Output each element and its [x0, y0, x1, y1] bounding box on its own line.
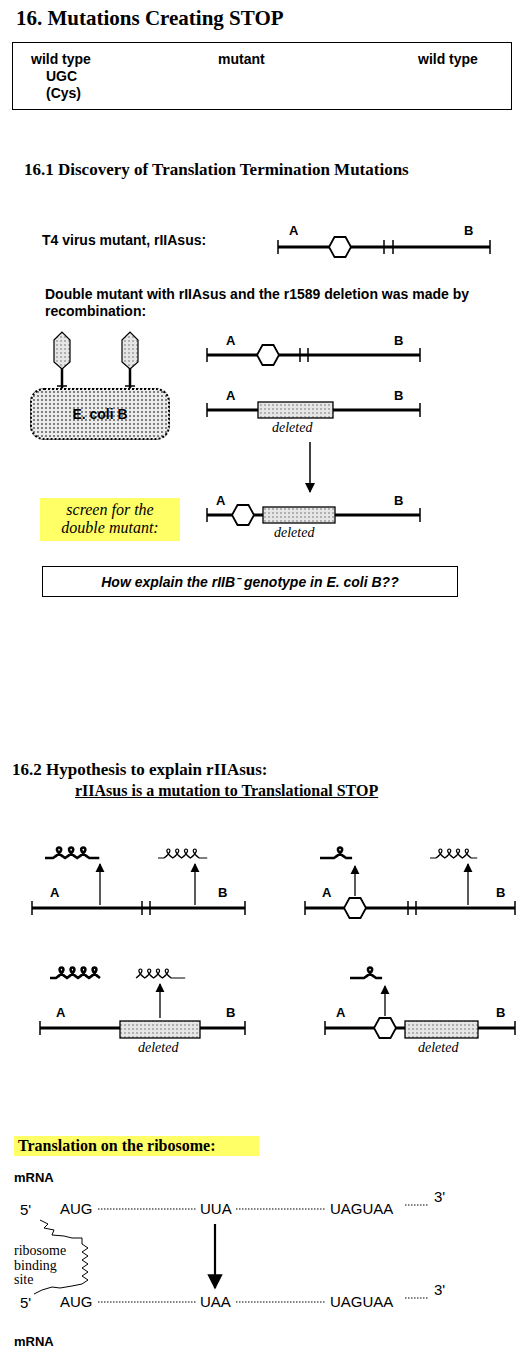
deletion-label: deleted	[274, 525, 314, 541]
sus-mutation-hexagon	[232, 505, 254, 525]
molecule-label: mRNA	[14, 1170, 54, 1185]
genome-line	[305, 901, 515, 915]
section-heading: 16.2 Hypothesis to explain rIIAsus:	[12, 760, 268, 780]
sequence-text: UAGUAA	[330, 1293, 393, 1311]
genome-line	[207, 348, 420, 362]
genome-line	[278, 240, 490, 254]
gene-label: A	[226, 389, 235, 403]
annotation: ribosome binding site	[14, 1244, 76, 1288]
gene-label: B	[226, 1006, 235, 1020]
arrow	[384, 986, 385, 1016]
sequence-text: AUG	[60, 1293, 93, 1311]
sequence-text: 3'	[434, 1281, 445, 1299]
node-text: screen for the double mutant:	[46, 501, 174, 538]
deletion-box	[258, 402, 333, 418]
sus-mutation-hexagon	[329, 237, 351, 257]
highlight-heading: Translation on the ribosome:	[14, 1136, 259, 1156]
sequence-text: UUA	[200, 1200, 232, 1218]
description: T4 virus mutant, rIIAsus:	[42, 232, 206, 249]
gene-label: B	[394, 389, 403, 403]
arrow	[159, 984, 160, 1018]
gene-label: B	[496, 886, 505, 900]
sequence-text: 5'	[20, 1201, 31, 1219]
gene-label: A	[289, 224, 298, 238]
gene-label: A	[216, 494, 225, 508]
host-cell: E. coli B	[30, 388, 170, 440]
protein-coil	[136, 969, 185, 978]
node-text: mutant	[218, 51, 265, 68]
protein-coil	[320, 848, 352, 859]
deletion-label: deleted	[272, 420, 312, 436]
gene-label: B	[496, 1006, 505, 1020]
sequence-text: 3'	[434, 1188, 445, 1206]
deletion-label: deleted	[138, 1040, 178, 1056]
phage	[122, 332, 138, 388]
mrna-strand	[98, 1209, 196, 1210]
gene-label: A	[322, 886, 331, 900]
node-text: wild type	[31, 51, 91, 68]
sequence-text: UAA	[200, 1293, 231, 1311]
node-text: wild type	[418, 51, 478, 68]
arrow	[354, 866, 355, 896]
genome-line	[207, 403, 420, 417]
protein-coil	[45, 848, 99, 859]
sus-mutation-hexagon	[374, 1018, 396, 1038]
gene-label: A	[56, 1006, 65, 1020]
sequence-text: UAGUAA	[330, 1200, 393, 1218]
sus-mutation-hexagon	[257, 345, 279, 365]
mrna-strand	[405, 1298, 428, 1299]
sus-mutation-hexagon	[344, 898, 366, 918]
sequence-text: 5'	[20, 1294, 31, 1312]
node-text: E. coli B	[72, 406, 127, 422]
node-text: How explain the rIIB⁻ genotype in E. col…	[51, 572, 449, 591]
genome-line	[32, 901, 245, 915]
protein-coil	[158, 849, 207, 858]
arrow	[194, 864, 195, 905]
deletion-box	[120, 1021, 200, 1038]
arrow	[467, 864, 468, 905]
gene-label: B	[394, 334, 403, 348]
sequence-text: AUG	[60, 1200, 93, 1218]
arrow	[309, 442, 311, 492]
protein-coil	[350, 968, 382, 979]
page-title: 16. Mutations Creating STOP	[16, 6, 284, 31]
molecule-label: mRNA	[14, 1334, 54, 1349]
deletion-box	[263, 507, 335, 523]
protein-coil	[430, 849, 477, 858]
section-heading: 16.1 Discovery of Translation Terminatio…	[12, 160, 477, 180]
mrna-strand	[405, 1205, 428, 1206]
question-box: How explain the rIIB⁻ genotype in E. col…	[42, 566, 458, 597]
gene-label: B	[218, 886, 227, 900]
gene-label: A	[226, 334, 235, 348]
deletion-box	[405, 1021, 478, 1038]
highlight-note: screen for the double mutant:	[40, 498, 180, 541]
mutation-series-box: wild typeUGC (Cys)mutantwild type	[12, 42, 512, 110]
mrna-strand	[236, 1302, 326, 1303]
gene-label: A	[336, 1006, 345, 1020]
gene-label: B	[394, 494, 403, 508]
deletion-label: deleted	[418, 1040, 458, 1056]
protein-coil	[50, 968, 100, 979]
description: Double mutant with rIIAsus and the r1589…	[45, 286, 513, 320]
phage	[54, 332, 70, 388]
subheading: rIIAsus is a mutation to Translational S…	[75, 782, 378, 800]
mrna-strand	[98, 1302, 196, 1303]
mrna-strand	[236, 1209, 326, 1210]
arrow	[99, 864, 100, 905]
node-text: Translation on the ribosome:	[18, 1137, 255, 1155]
gene-label: B	[464, 224, 473, 238]
node-text: UGC (Cys)	[46, 68, 94, 102]
arrow	[214, 1224, 216, 1288]
gene-label: A	[50, 886, 59, 900]
